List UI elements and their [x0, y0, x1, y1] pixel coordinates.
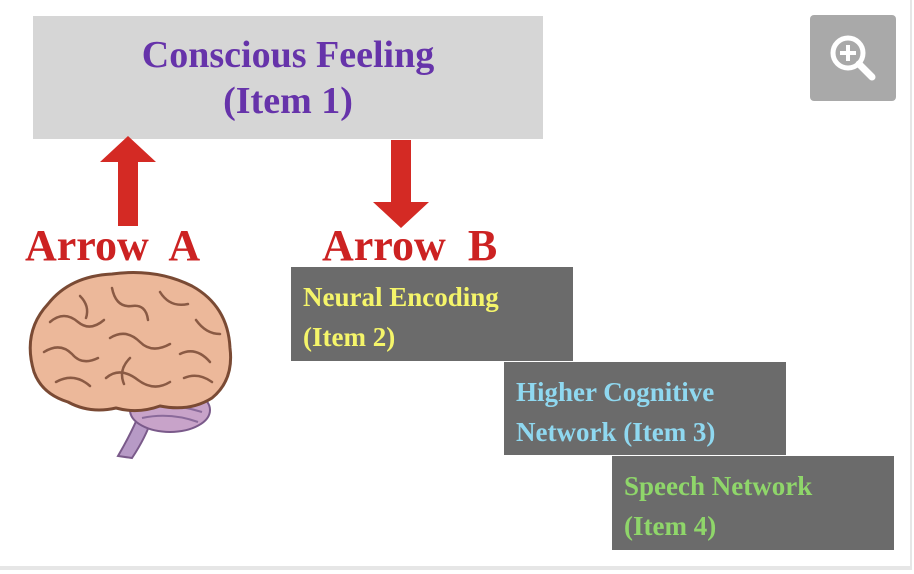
- speech-network-box: Speech Network (Item 4): [612, 456, 894, 550]
- arrow-b-down-icon: [373, 140, 429, 228]
- neural-encoding-box: Neural Encoding (Item 2): [291, 267, 573, 361]
- arrow-a-up-icon: [100, 136, 156, 226]
- arrow-b-label: Arrow B: [322, 221, 498, 270]
- neural-encoding-line1: Neural Encoding: [303, 282, 499, 312]
- conscious-feeling-item: (Item 1): [223, 79, 353, 122]
- higher-cognitive-line2: Network (Item 3): [516, 417, 716, 447]
- conscious-feeling-title: Conscious Feeling: [141, 33, 435, 76]
- speech-network-line2: (Item 4): [624, 511, 717, 541]
- higher-cognitive-box: Higher Cognitive Network (Item 3): [504, 362, 786, 455]
- neural-encoding-line2: (Item 2): [303, 322, 396, 352]
- zoom-button[interactable]: [810, 15, 896, 101]
- higher-cognitive-line1: Higher Cognitive: [516, 377, 715, 407]
- conscious-feeling-box: Conscious Feeling (Item 1): [33, 16, 543, 139]
- zoom-in-icon: [830, 35, 876, 81]
- arrow-a-label: Arrow A: [25, 221, 201, 270]
- speech-network-line1: Speech Network: [624, 471, 813, 501]
- brain-illustration: [28, 271, 233, 460]
